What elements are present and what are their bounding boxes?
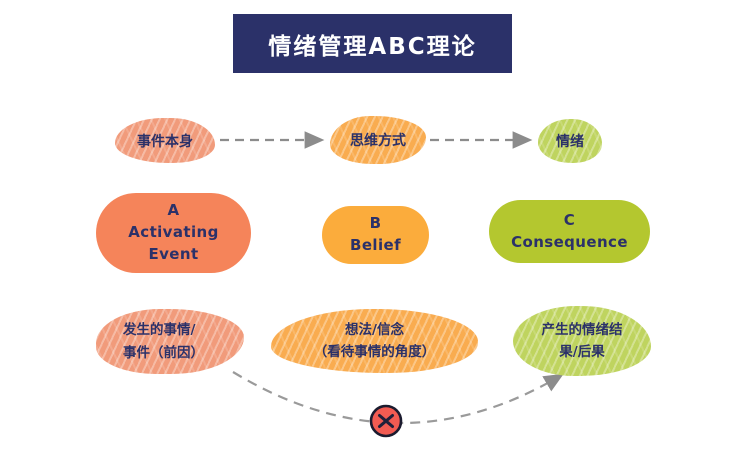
pill-c-letter: C	[563, 210, 576, 229]
blocked-icon	[369, 404, 403, 438]
pill-consequence: C Consequence	[489, 200, 650, 263]
pill-c-word1: Consequence	[511, 232, 628, 251]
pill-b-letter: B	[369, 214, 382, 233]
flow-node-thinking: 思维方式	[330, 116, 426, 164]
description-c-line1: 产生的情绪结	[541, 321, 623, 338]
description-a-line1: 发生的事情/	[123, 322, 196, 339]
description-a-line2: 事件（前因）	[123, 344, 204, 361]
title-banner: 情绪管理ABC理论	[233, 14, 512, 73]
flow-node-thinking-label: 思维方式	[350, 133, 406, 149]
pill-b-word1: Belief	[350, 236, 401, 254]
flow-node-event: 事件本身	[115, 118, 215, 163]
page-title: 情绪管理ABC理论	[268, 33, 477, 60]
description-activating-event: 发生的事情/ 事件（前因）	[96, 309, 244, 374]
pill-activating-event: A Activating Event	[96, 193, 251, 273]
flow-node-emotion-label: 情绪	[556, 134, 584, 150]
pill-a-word2: Event	[148, 244, 199, 263]
arrow-event-to-result-curve	[232, 371, 564, 425]
description-b-line2: （看待事情的角度）	[313, 344, 436, 360]
pill-belief: B Belief	[322, 206, 429, 264]
description-c-line2: 果/后果	[559, 344, 605, 360]
description-belief: 想法/信念 （看待事情的角度）	[271, 309, 478, 373]
description-b-line1: 想法/信念	[345, 321, 404, 338]
flow-node-emotion: 情绪	[538, 119, 602, 163]
pill-a-word1: Activating	[128, 223, 219, 242]
flow-node-event-label: 事件本身	[137, 133, 193, 150]
pill-a-letter: A	[167, 201, 180, 220]
description-consequence: 产生的情绪结 果/后果	[513, 306, 651, 376]
